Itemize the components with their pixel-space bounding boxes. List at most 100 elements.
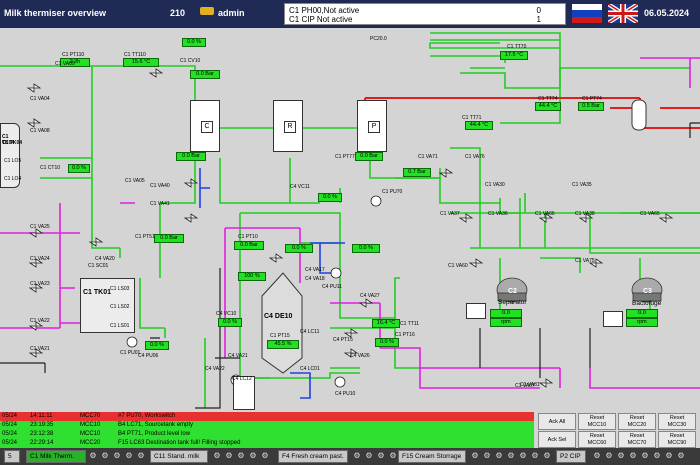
alarm-row[interactable]: 05/24 23:19:35 MCC10 B4 LC71, Sourcetank… — [0, 421, 534, 430]
tag-label: C1 VA08 — [30, 128, 50, 134]
link-icon[interactable]: ⚙ — [249, 451, 257, 460]
alarm-row[interactable]: 05/24 22:29:14 MCC20 F15 LC63 Destinatio… — [0, 439, 534, 448]
tag-label: C1 VA30 — [485, 182, 505, 188]
pt110-value: 2 l/h — [60, 58, 90, 67]
vc11-value: 0.0 % — [318, 193, 342, 202]
link-icon[interactable]: ⚙ — [629, 451, 637, 460]
link-icon[interactable]: ⚙ — [225, 451, 233, 460]
tag-label: C1 VA41 — [150, 201, 170, 207]
heat-exchanger-r[interactable]: R — [273, 100, 303, 152]
tag-label: C1 VA81 — [520, 382, 540, 388]
link-icon[interactable]: ⚙ — [605, 451, 613, 460]
link-icon[interactable]: ⚙ — [519, 451, 527, 460]
tag-label: C4 VA17 — [305, 267, 325, 273]
link-icon[interactable]: ⚙ — [113, 451, 121, 460]
ack-sel-button[interactable]: Ack Sel — [538, 431, 576, 448]
link-icon[interactable]: ⚙ — [495, 451, 503, 460]
tab-screen-5[interactable]: 5 — [4, 450, 20, 463]
tag-label: C4 LC11 — [300, 329, 320, 335]
heat-exchanger-c[interactable]: C — [190, 100, 220, 152]
link-icon[interactable]: ⚙ — [137, 451, 145, 460]
bottom-navigation: 5 C1 Milk Therm. ⚙ ⚙ ⚙ ⚙ ⚙ C11 Stand. mi… — [0, 448, 700, 465]
link-icon[interactable]: ⚙ — [125, 451, 133, 460]
link-icon[interactable]: ⚙ — [653, 451, 661, 460]
link-icon[interactable]: ⚙ — [365, 451, 373, 460]
link-icon[interactable]: ⚙ — [531, 451, 539, 460]
pump1-value: 0.0 % — [145, 341, 169, 350]
tag-label: C1 VA40 — [150, 183, 170, 189]
tag-label: C1 PU01 — [120, 350, 141, 356]
link-icon[interactable]: ⚙ — [617, 451, 625, 460]
tab-fresh-cream[interactable]: F4 Fresh cream past. — [278, 450, 348, 463]
tag-label: C1 TT71 — [462, 115, 482, 121]
separator-c2-unit: rpm — [490, 318, 522, 327]
alarm-count: 0 — [536, 6, 541, 15]
tag-label: C1 SC01 — [88, 263, 109, 269]
tt71-value: 44.4 °C — [465, 121, 493, 130]
tag-label: C1 VA71 — [418, 154, 438, 160]
tt110-value: 15.6 °C — [123, 58, 159, 67]
tag-label: C1 VA65 — [640, 211, 660, 217]
tag-label: C1 VA75 — [575, 258, 595, 264]
tank-tk04[interactable]: C1 TK04 — [0, 123, 20, 188]
user-name[interactable]: admin — [218, 8, 245, 18]
link-icon[interactable]: ⚙ — [89, 451, 97, 460]
link-icon[interactable]: ⚙ — [377, 451, 385, 460]
link-icon[interactable]: ⚙ — [593, 451, 601, 460]
link-icon[interactable]: ⚙ — [213, 451, 221, 460]
tag-label: C1 VA37 — [440, 211, 460, 217]
tag-label: C1 VA22 — [30, 318, 50, 324]
link-icon[interactable]: ⚙ — [237, 451, 245, 460]
pt77-value: 0.0 Bar — [355, 152, 383, 161]
motor-box — [603, 311, 623, 327]
screen-number: 210 — [170, 8, 186, 18]
tag-label: C1 PT77 — [335, 154, 355, 160]
link-icon[interactable]: ⚙ — [543, 451, 551, 460]
tag-label: C4 VC11 — [290, 184, 310, 190]
pt51-value: 0.0 Bar — [154, 234, 184, 243]
link-icon[interactable]: ⚙ — [483, 451, 491, 460]
alarm-row[interactable]: 05/24 23:12:38 MCC10 B4 PT71, Product le… — [0, 430, 534, 439]
tab-stand-milk[interactable]: C11 Stand. milk — [150, 450, 208, 463]
link-icon[interactable]: ⚙ — [353, 451, 361, 460]
link-icon[interactable]: ⚙ — [101, 451, 109, 460]
heat-exchanger-p[interactable]: P — [357, 100, 387, 152]
russian-flag-icon[interactable] — [572, 4, 602, 23]
tag-label: C1 TT74 — [538, 96, 558, 102]
link-icon[interactable]: ⚙ — [389, 451, 397, 460]
tab-p2-cip[interactable]: P2 CIP — [556, 450, 586, 463]
link-icon[interactable]: ⚙ — [677, 451, 685, 460]
tag-label: C1 VA35 — [572, 182, 592, 188]
date-display: 06.05.2024 — [644, 8, 690, 18]
tag-label: C1 VA66 — [535, 211, 555, 217]
link-icon[interactable]: ⚙ — [261, 451, 269, 460]
link-icon[interactable]: ⚙ — [665, 451, 673, 460]
tab-cream-storrage[interactable]: F15 Cream Storrage — [398, 450, 466, 463]
tab-milk-therm[interactable]: C1 Milk Therm. — [26, 450, 86, 463]
pt-tl-value: 0.0 % — [68, 164, 90, 173]
alarm-summary[interactable]: C1 PH00,Not active 0 C1 CIP Not active 1 — [284, 3, 566, 25]
tag-label: C1 LO5 — [4, 158, 22, 164]
tag-label: C1 TT11 — [400, 321, 419, 327]
link-icon[interactable]: ⚙ — [641, 451, 649, 460]
link-icon[interactable]: ⚙ — [471, 451, 479, 460]
tag-label: C4 PU11 — [322, 284, 342, 290]
ack-all-button[interactable]: Ack All — [538, 413, 576, 430]
tank-tk01[interactable]: C1 TK01 — [80, 278, 135, 333]
tank-de10-label[interactable]: C4 DE10 — [264, 313, 293, 320]
link-icon[interactable]: ⚙ — [507, 451, 515, 460]
alarm-row[interactable]: 05/24 14:11:11 MCC70 #7 PU70, Workswitch — [0, 412, 534, 421]
tag-label: C1 VA76 — [465, 154, 485, 160]
alarm-list[interactable]: 05/24 14:11:11 MCC70 #7 PU70, Workswitch… — [0, 410, 534, 448]
pt-left-value: 0.0 Bar — [190, 70, 220, 79]
uk-flag-icon[interactable] — [608, 4, 638, 23]
process-diagram: C2 C3 C R P C1 TK01 C4 DE10 C1 TK04 2 l/… — [0, 28, 700, 410]
tag-label: C4 PT15 — [333, 337, 353, 343]
tag-label: C1 VA38 — [575, 211, 595, 217]
